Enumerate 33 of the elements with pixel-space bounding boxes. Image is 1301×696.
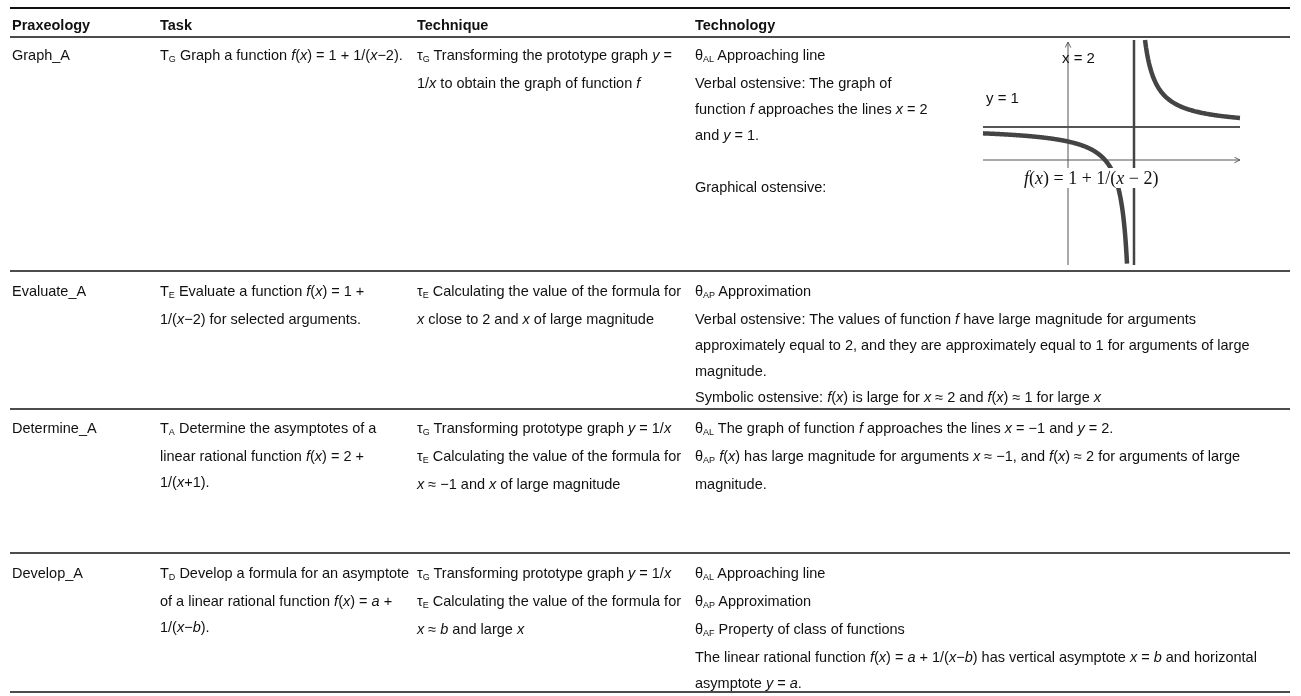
table-text: T$_{A}$ Determine the asymptotes of a linear rational function f(x) = 2 + 1/(x+1). [160,419,378,492]
asymptote-label: y = 1 [986,88,1019,108]
column-header: Task [160,16,193,35]
table-text: T$_{D}$ Develop a formula for an asymptote of a linear rational function f(x) = a + 1/(x−b). [160,564,410,637]
table-text: θ$_{AP}$ Approximation [695,282,812,302]
table-text: Symbolic ostensive: f(x) is large for x ≈ 2 and f(x) ≈ 1 for large x [695,388,1103,407]
table-text: τ$_{G}$ Transforming prototype graph y = 1/x [417,419,673,439]
table-text: τ$_{G}$ Transforming prototype graph y = 1/x [417,564,673,584]
table-text: T$_{E}$ Evaluate a function f(x) = 1 + 1/(x−2) for selected arguments. [160,282,366,329]
table-text: τ$_{E}$ Calculating the value of the formula for x ≈ b and large x [417,592,683,639]
row-name: Determine_A [12,419,98,438]
table-text: θ$_{AL}$ Approaching line [695,46,827,66]
row-name: Graph_A [12,46,72,65]
row-name: Develop_A [12,564,84,583]
row-name: Evaluate_A [12,282,88,301]
table-text: θ$_{AL}$ Approaching line [695,564,827,584]
table-text: Verbal ostensive: The graph of function f approaches the lines x = 2 and y = 1. [695,74,929,145]
table-text: T$_{G}$ Graph a function f(x) = 1 + 1/(x−2). [160,46,404,66]
table-text: τ$_{G}$ Transforming the prototype graph y = 1/x to obtain the graph of function f [417,46,673,93]
table-text: τ$_{E}$ Calculating the value of the formula for x close to 2 and x of large magnitude [417,282,683,329]
column-header: Technique [417,16,490,35]
table-text: θ$_{AF}$ Property of class of functions [695,620,906,640]
formula-label: f(x) = 1 + 1/(x − 2) [1022,168,1161,188]
table-text: Verbal ostensive: The values of function f have large magnitude for arguments approximately equal to 2, and they are approximately equal to 1 for arguments of large magnitude. [695,310,1251,381]
column-header: Praxeology [12,16,92,35]
table-text: Graphical ostensive: [695,178,828,197]
table-text: θ$_{AP}$ f(x) has large magnitude for arguments x ≈ −1, and f(x) ≈ 2 for arguments of large magnitude. [695,447,1241,494]
table-text: The linear rational function f(x) = a + 1/(x−b) has vertical asymptote x = b and horizontal asymptote y = a. [695,648,1258,693]
table-text: τ$_{E}$ Calculating the value of the formula for x ≈ −1 and x of large magnitude [417,447,683,494]
column-header: Technology [695,16,777,35]
asymptote-label: x = 2 [1062,48,1095,68]
table-text: θ$_{AL}$ The graph of function f approaches the lines x = −1 and y = 2. [695,419,1115,439]
table-text: θ$_{AP}$ Approximation [695,592,812,612]
